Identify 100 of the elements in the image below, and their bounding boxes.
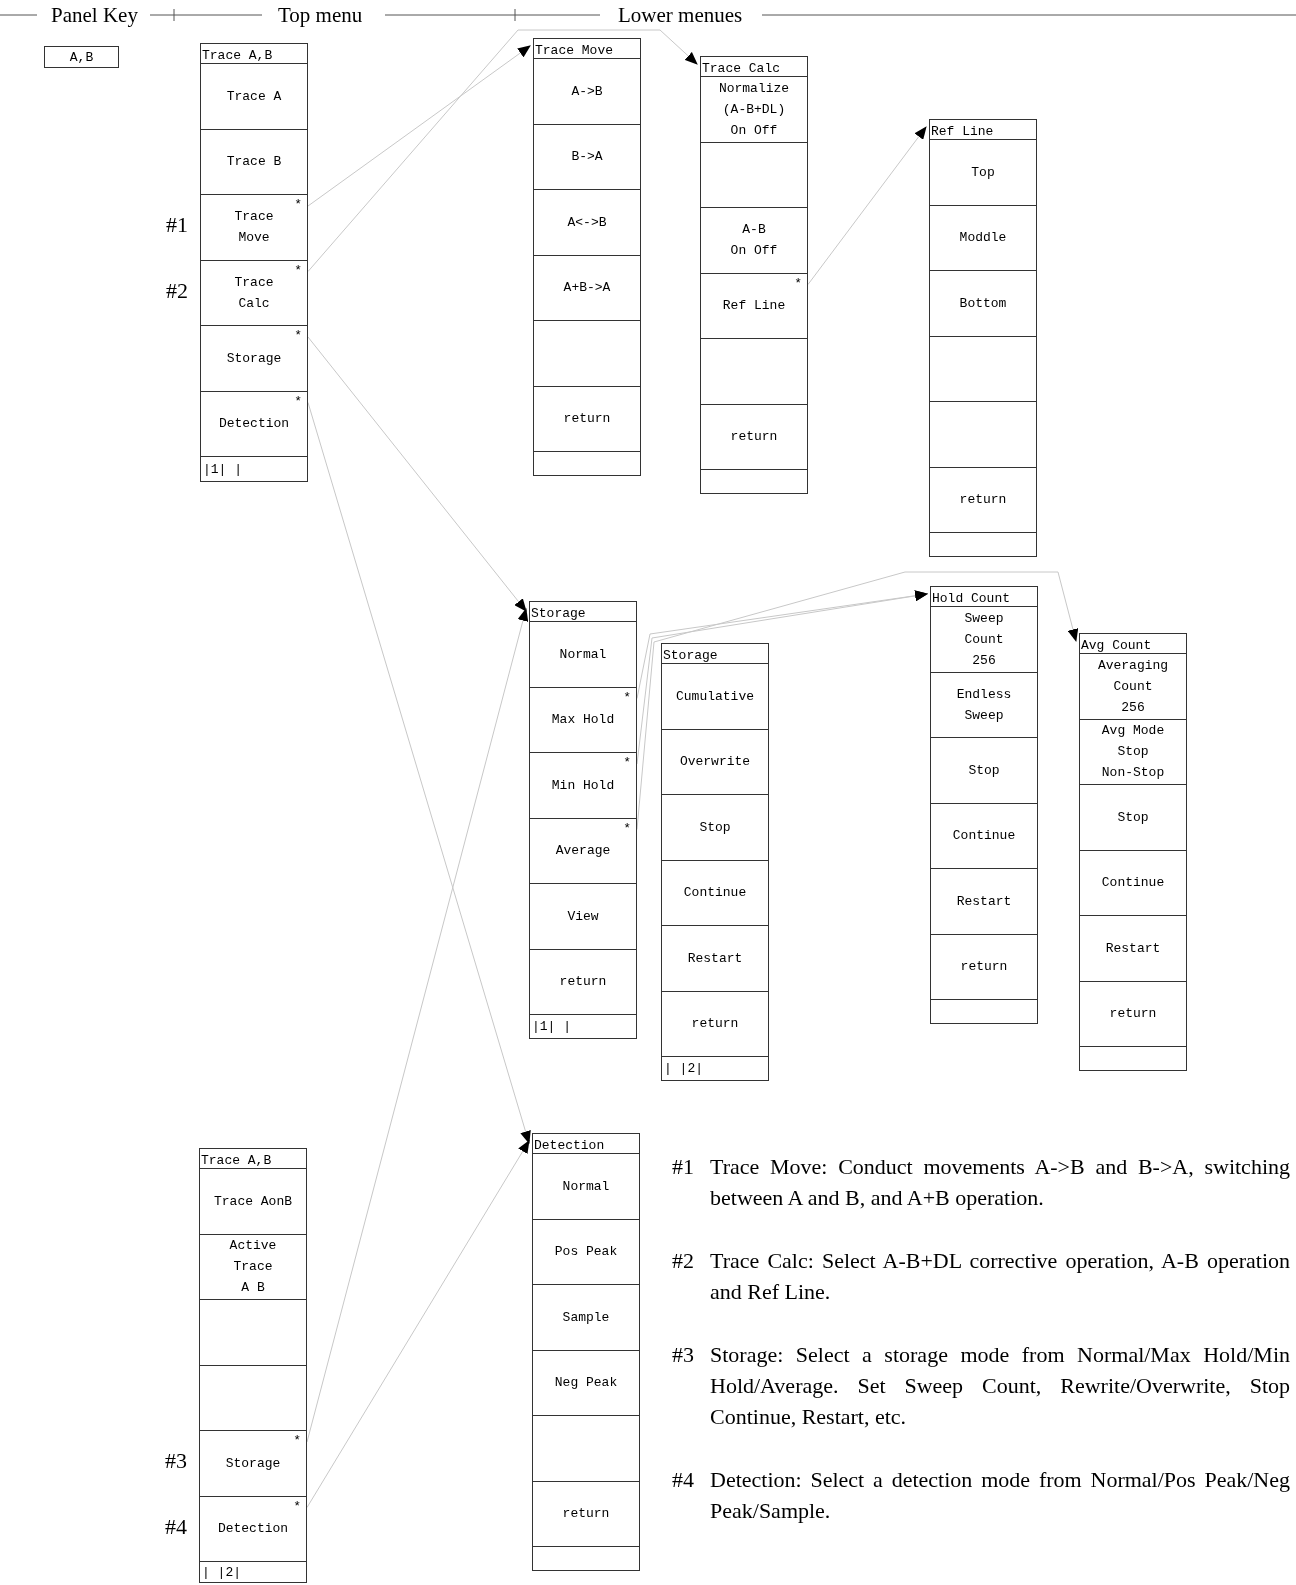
key-label: Continue	[683, 884, 747, 903]
menu-title: Trace A,B	[201, 48, 273, 63]
asterisk-mark: *	[294, 394, 302, 408]
arrow	[307, 336, 527, 612]
page-indicator: |1| |	[531, 1019, 571, 1034]
arrow	[306, 607, 529, 1443]
asterisk-mark: *	[794, 276, 802, 290]
callout-number: #3	[165, 1448, 187, 1474]
key-label: Normal	[559, 645, 607, 664]
key-label: Overwrite	[679, 753, 751, 772]
key-label: Sample	[562, 1308, 610, 1327]
key-label: View	[567, 907, 599, 926]
key-label: Avg Mode Stop Non-Stop	[1101, 722, 1165, 783]
key-label: Restart	[687, 949, 743, 968]
menu-title: Trace Calc	[701, 61, 780, 76]
page-indicator: | |2|	[201, 1564, 241, 1580]
key-label: Trace AonB	[214, 1192, 292, 1211]
menu-title: Avg Count	[1080, 638, 1152, 653]
arrow	[306, 1140, 530, 1508]
arrow	[307, 402, 531, 1145]
asterisk-mark: *	[623, 690, 631, 704]
menu-panel	[700, 56, 808, 494]
key-label: Bottom	[959, 294, 1007, 313]
menu-title: Ref Line	[930, 124, 994, 139]
asterisk-mark: *	[294, 263, 302, 277]
arrow	[307, 45, 531, 207]
note-number: #1	[672, 1153, 695, 1181]
key-label: Trace Calc	[234, 273, 274, 313]
key-label: Continue	[952, 827, 1016, 846]
key-label: Normal	[562, 1177, 610, 1196]
key-label: Continue	[1101, 874, 1165, 893]
key-label: return	[959, 491, 1007, 510]
menu-panel	[929, 119, 1037, 557]
key-label: A->B	[571, 82, 603, 101]
key-label: Top	[971, 163, 995, 182]
note-text: Storage: Select a storage mode from Normal/Max Hold/Min Hold/Average. Set Sweep Count, Rewrite/Overwrite, Stop Continue, Restart, etc.	[710, 1341, 1290, 1431]
asterisk-mark: *	[294, 329, 302, 342]
note-number: #2	[672, 1247, 695, 1275]
menu-title: Storage	[530, 606, 586, 621]
key-label: Max Hold	[551, 711, 615, 730]
menu-panel	[200, 43, 308, 482]
note-number: #3	[672, 1341, 695, 1369]
menu-title: Detection	[533, 1138, 605, 1153]
key-label: Detection	[218, 415, 290, 434]
key-label: return	[1109, 1005, 1157, 1024]
key-label: return	[563, 410, 611, 429]
key-label: Trace A	[226, 87, 282, 106]
key-label: Sweep Count 256	[964, 609, 1004, 670]
key-label: return	[691, 1015, 739, 1034]
note-text: Detection: Select a detection mode from Normal/Pos Peak/Neg Peak/Sample.	[710, 1466, 1290, 1525]
key-label: Trace Move	[234, 208, 274, 248]
key-label: Min Hold	[551, 776, 615, 795]
menu-panel	[1079, 633, 1187, 1071]
key-label: Neg Peak	[554, 1374, 618, 1393]
key-label: Restart	[1105, 939, 1161, 958]
key-label: A+B->A	[563, 279, 611, 298]
callout-number: #4	[165, 1513, 187, 1540]
page-indicator: |1| |	[202, 461, 242, 477]
key-label: return	[730, 428, 778, 447]
key-label: return	[562, 1505, 610, 1524]
menu-panel	[930, 586, 1038, 1024]
asterisk-mark: *	[623, 756, 631, 769]
asterisk-mark: *	[293, 1499, 301, 1513]
key-label: Endless Sweep	[956, 685, 1012, 725]
key-label: Stop	[1117, 808, 1149, 827]
callout-number: #1	[166, 212, 188, 238]
key-label: Normalize (A-B+DL) On Off	[718, 79, 790, 140]
key-label: Moddle	[959, 229, 1007, 248]
key-label: Average	[555, 842, 611, 861]
note-text: Trace Calc: Select A-B+DL corrective operation, A-B operation and Ref Line.	[710, 1247, 1290, 1306]
key-label: Cumulative	[676, 687, 754, 706]
menu-title: Trace A,B	[200, 1153, 272, 1168]
key-label: Trace B	[226, 153, 282, 172]
menu-title: Trace Move	[534, 43, 613, 58]
key-label: Storage	[226, 349, 282, 368]
menu-title: Hold Count	[931, 591, 1010, 606]
key-label: Storage	[225, 1454, 281, 1473]
key-label: Stop	[968, 761, 1000, 780]
asterisk-mark: *	[293, 1434, 301, 1447]
key-label: A,B	[69, 48, 94, 67]
key-label: Restart	[956, 892, 1012, 911]
key-label: A<->B	[567, 213, 607, 232]
key-label: return	[960, 958, 1008, 977]
note-number: #4	[672, 1466, 695, 1494]
key-label: B->A	[571, 148, 603, 167]
asterisk-mark: *	[294, 198, 302, 211]
key-label: Ref Line	[722, 297, 786, 316]
key-label: Pos Peak	[554, 1243, 618, 1262]
note-text: Trace Move: Conduct movements A->B and B->A, switching between A and B, and A+B operation.	[710, 1153, 1290, 1212]
asterisk-mark: *	[623, 821, 631, 835]
key-label: Averaging Count 256	[1097, 656, 1169, 717]
menu-panel	[199, 1148, 307, 1583]
key-label: Stop	[699, 818, 731, 837]
menu-panel	[661, 643, 769, 1081]
arrow	[807, 126, 927, 285]
key-label: Active Trace A B	[229, 1237, 277, 1298]
panel-key-box	[44, 46, 119, 68]
menu-title: Storage	[662, 648, 718, 663]
page-indicator: | |2|	[663, 1061, 703, 1076]
menu-panel	[533, 38, 641, 476]
